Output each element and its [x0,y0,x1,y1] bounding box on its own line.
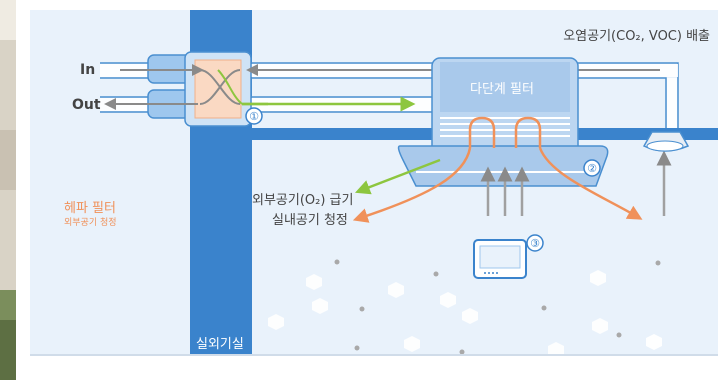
marker-1: ① [245,107,263,125]
outdoor-unit-room-label: 실외기실 [196,337,244,352]
floor-edge [30,354,718,356]
exhaust-diffuser [642,131,690,152]
exhaust-label: 오염공기(CO₂, VOC) 배출 [563,29,710,44]
fresh-air-arrow [354,158,441,195]
svg-text:②: ② [587,162,597,175]
orange-flows [352,116,643,223]
hepa-filter-sublabel: 외부공기 청정 [64,218,117,228]
diagram-panel [30,10,718,355]
in-label: In [80,62,96,78]
multi-stage-filter-unit [397,57,609,187]
fresh-air-supply-label: 외부공기(O₂) 급기 [252,193,354,208]
exchanger-flows [199,69,243,105]
out-label: Out [72,97,101,113]
photo-strip [0,0,16,380]
svg-text:③: ③ [530,237,540,250]
hepa-filter-label: 헤파 필터 [64,201,116,216]
marker-3: ③ [526,234,544,252]
marker-2: ② [583,159,601,177]
intake-arrows [480,150,672,216]
particles [268,259,662,358]
wall-controller [473,239,527,279]
multi-stage-filter-label: 다단계 필터 [470,82,534,97]
svg-text:①: ① [249,110,259,123]
indoor-air-purify-label: 실내공기 청정 [272,213,348,228]
